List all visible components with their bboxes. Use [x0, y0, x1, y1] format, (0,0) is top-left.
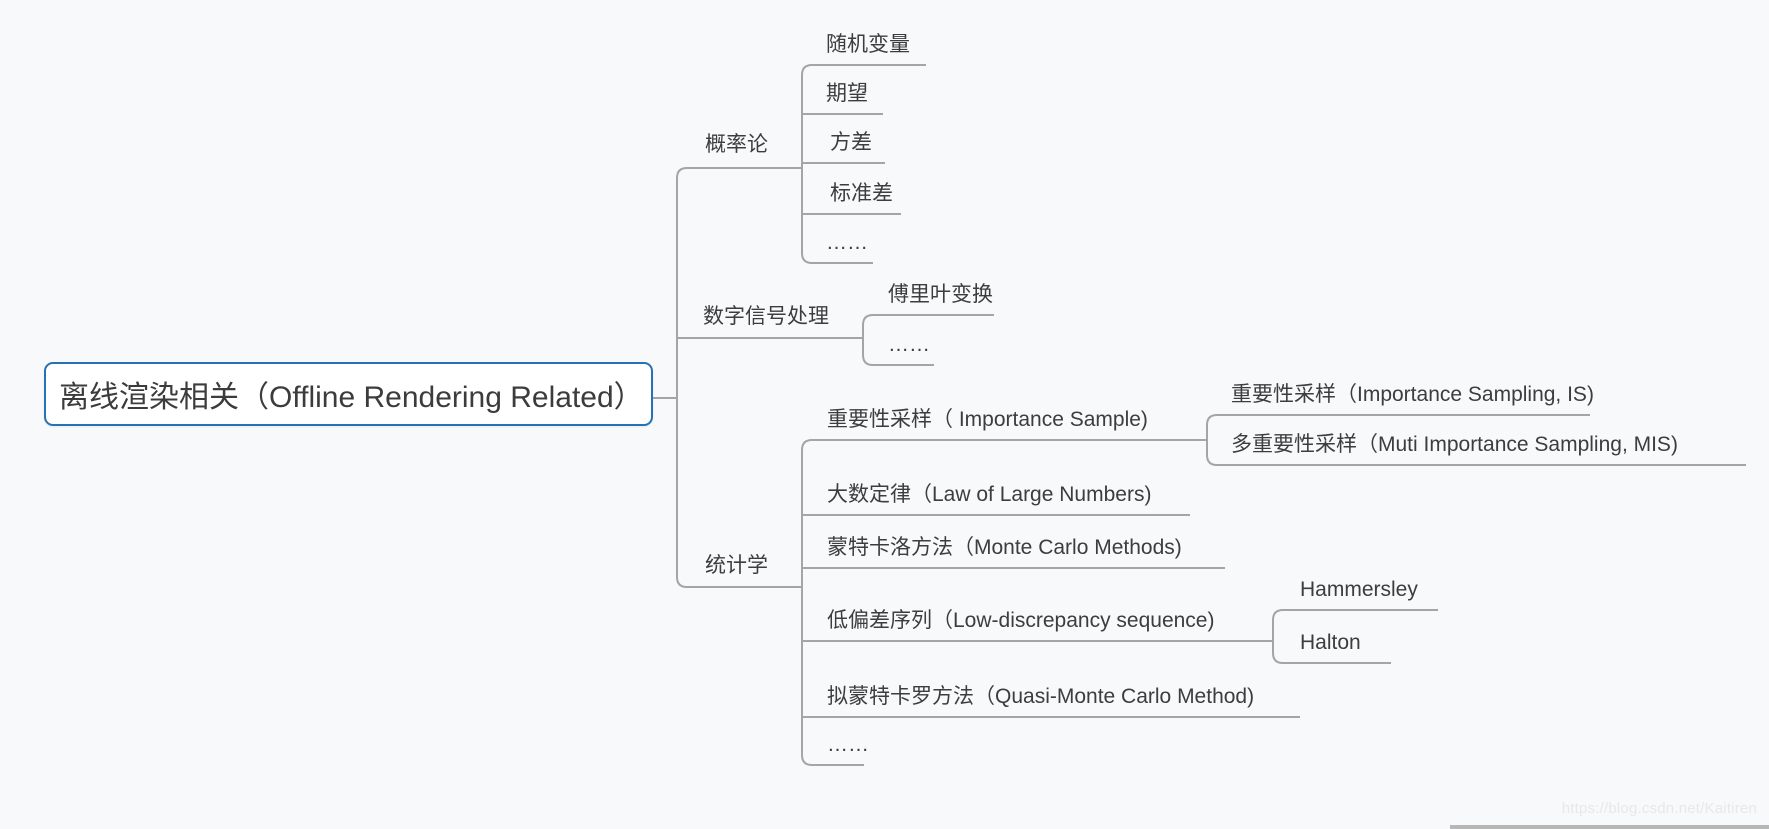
node-random-variable[interactable]: 随机变量	[826, 33, 910, 56]
node-hammersley[interactable]: Hammersley	[1300, 578, 1418, 601]
window-edge-strip	[1450, 825, 1769, 829]
node-fourier-transform[interactable]: 傅里叶变换	[888, 283, 993, 306]
node-ellipsis[interactable]: ……	[826, 231, 868, 254]
dsp-children-lines	[862, 314, 994, 366]
low-discrepancy-children-lines	[1272, 609, 1438, 664]
node-monte-carlo-methods[interactable]: 蒙特卡洛方法（Monte Carlo Methods)	[827, 536, 1182, 559]
root-topic[interactable]: 离线渲染相关（Offline Rendering Related）	[44, 362, 653, 426]
watermark-url: https://blog.csdn.net/Kaitiren	[1561, 800, 1757, 817]
node-low-discrepancy-sequence[interactable]: 低偏差序列（Low-discrepancy sequence)	[827, 609, 1215, 632]
trunk-line	[653, 167, 863, 588]
node-importance-sample[interactable]: 重要性采样（ Importance Sample)	[827, 408, 1148, 431]
probability-children-lines	[801, 64, 926, 264]
node-halton[interactable]: Halton	[1300, 631, 1361, 654]
node-law-of-large-numbers[interactable]: 大数定律（Law of Large Numbers)	[827, 483, 1152, 506]
node-statistics[interactable]: 统计学	[705, 554, 768, 577]
node-probability-theory[interactable]: 概率论	[705, 133, 768, 156]
node-quasi-monte-carlo-method[interactable]: 拟蒙特卡罗方法（Quasi-Monte Carlo Method)	[827, 685, 1255, 708]
node-ellipsis[interactable]: ……	[827, 733, 869, 756]
node-expectation[interactable]: 期望	[826, 82, 868, 105]
importance-sampling-children-lines	[1206, 414, 1746, 466]
node-variance[interactable]: 方差	[830, 131, 872, 154]
node-standard-deviation[interactable]: 标准差	[830, 182, 893, 205]
node-multiple-importance-sampling-mis[interactable]: 多重要性采样（Muti Importance Sampling, MIS)	[1231, 433, 1678, 456]
node-ellipsis[interactable]: ……	[888, 333, 930, 356]
node-digital-signal-processing[interactable]: 数字信号处理	[703, 305, 829, 328]
statistics-children-lines	[801, 439, 1300, 766]
node-importance-sampling-is[interactable]: 重要性采样（Importance Sampling, IS)	[1231, 383, 1594, 406]
